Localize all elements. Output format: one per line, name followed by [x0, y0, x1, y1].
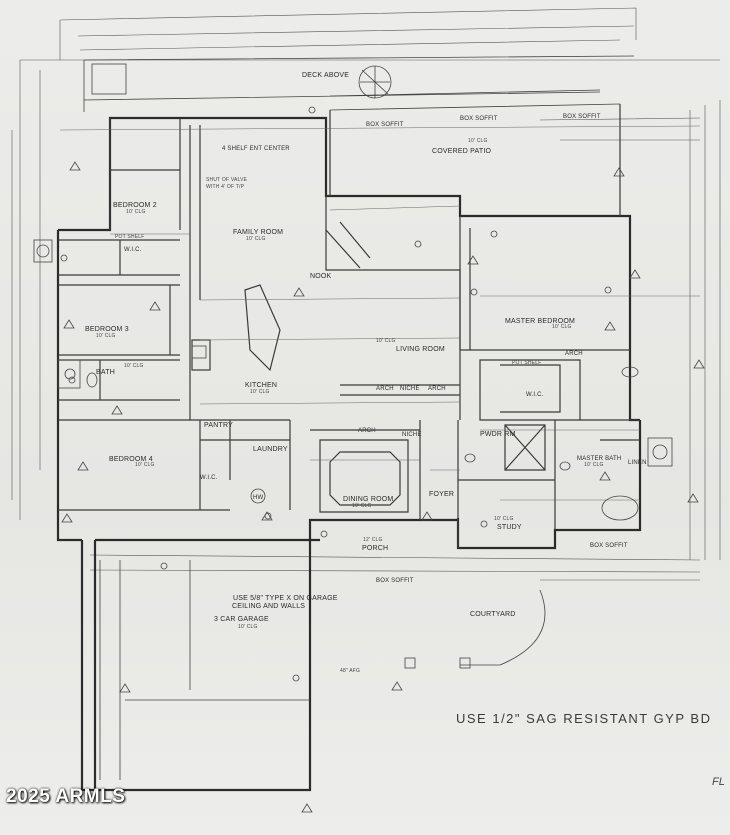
hw-label: HW — [253, 495, 264, 501]
pot-shelf-label: POT SHELF — [512, 360, 542, 366]
dim-48-label: 48" AFG — [340, 668, 361, 674]
watermark: 2025 ARMLS — [6, 786, 126, 807]
bath-clg: 10' CLG — [124, 363, 144, 369]
box-soffit-label: BOX SOFFIT — [563, 114, 601, 120]
box-soffit-label: BOX SOFFIT — [590, 543, 628, 549]
kitchen-label: KITCHEN — [245, 382, 278, 389]
dining-room-clg: 10' CLG — [352, 503, 372, 509]
wic-bed2-label: W.I.C. — [124, 247, 142, 253]
bedroom-4-label: BEDROOM 4 — [109, 456, 153, 463]
linen-label: LINEN — [628, 460, 647, 466]
master-bedroom-clg: 10' CLG — [552, 324, 572, 330]
living-room-label: LIVING ROOM — [396, 346, 445, 353]
wic-master-label: W.I.C. — [526, 392, 544, 398]
gyp-board-note: USE 1/2" SAG RESISTANT GYP BD — [456, 711, 712, 726]
porch-clg: 12' CLG — [363, 537, 383, 543]
garage-label: 3 CAR GARAGE — [214, 616, 269, 623]
bedroom-2-clg: 10' CLG — [126, 209, 146, 215]
garage-note-2: CEILING AND WALLS — [232, 603, 306, 610]
family-room-label: FAMILY ROOM — [233, 229, 284, 236]
master-bath-label: MASTER BATH — [577, 456, 622, 462]
garage-note-1: USE 5/8" TYPE X ON GARAGE — [233, 595, 338, 602]
family-room-clg: 10' CLG — [246, 236, 266, 242]
pantry-label: PANTRY — [204, 422, 233, 429]
box-soffit-label: BOX SOFFIT — [376, 578, 414, 584]
covered-patio-clg: 10' CLG — [468, 138, 488, 144]
foyer-label: FOYER — [429, 491, 455, 498]
bedroom-2-label: BEDROOM 2 — [113, 202, 157, 209]
niche-label: NICHE — [402, 432, 422, 438]
shelf-center-label: 4 SHELF ENT CENTER — [222, 146, 290, 152]
bath-label: BATH — [96, 369, 115, 376]
wic-bed4-label: W.I.C. — [200, 475, 218, 481]
dining-room-label: DINING ROOM — [343, 496, 394, 503]
box-soffit-label: BOX SOFFIT — [366, 122, 404, 128]
shut-off-valve-label-2: WITH 4' OF T/P — [206, 184, 245, 190]
master-bath-clg: 10' CLG — [584, 462, 604, 468]
bedroom-4-clg: 10' CLG — [135, 462, 155, 468]
kitchen-clg: 10' CLG — [250, 389, 270, 395]
sheet-tag: FL — [712, 776, 725, 788]
pwdr-label: PWDR RM — [480, 431, 516, 438]
study-label: STUDY — [497, 524, 522, 531]
shut-off-valve-label: SHUT OF VALVE — [206, 177, 248, 183]
deck-above-label: DECK ABOVE — [302, 72, 350, 79]
living-room-clg: 10' CLG — [376, 338, 396, 344]
bedroom-3-clg: 10' CLG — [96, 333, 116, 339]
box-soffit-label: BOX SOFFIT — [460, 116, 498, 122]
arch-label: ARCH — [428, 386, 446, 392]
courtyard-label: COURTYARD — [470, 611, 516, 618]
covered-patio-label: COVERED PATIO — [432, 148, 492, 155]
nook-label: NOOK — [310, 273, 332, 280]
porch-label: PORCH — [362, 545, 389, 552]
bedroom-3-label: BEDROOM 3 — [85, 326, 129, 333]
arch-label: ARCH — [358, 428, 376, 434]
laundry-label: LAUNDRY — [253, 446, 288, 453]
niche-label: NICHE — [400, 386, 420, 392]
pot-shelf-label: POT SHELF — [115, 234, 145, 240]
study-clg: 10' CLG — [494, 516, 514, 522]
master-bedroom-label: MASTER BEDROOM — [505, 318, 576, 325]
arch-label: ARCH — [376, 386, 394, 392]
arch-label: ARCH — [565, 351, 583, 357]
garage-clg: 10' CLG — [238, 624, 258, 630]
